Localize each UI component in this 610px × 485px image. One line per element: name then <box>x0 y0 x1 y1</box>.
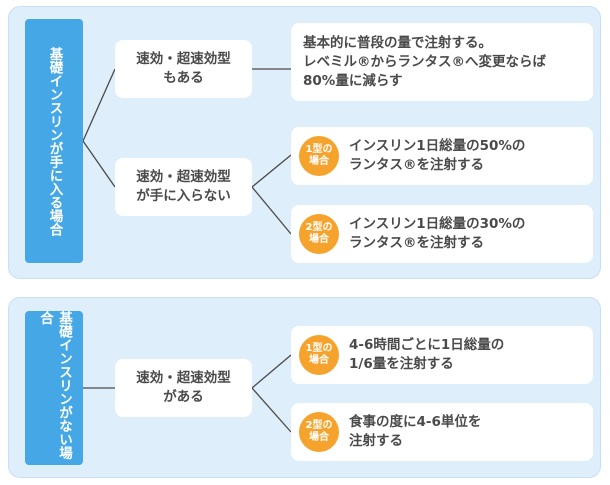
type1-badge: 1型の 場合 <box>299 136 339 176</box>
result-box-usual-dose: 基本的に普段の量で注射する。 レベミル®からランタス®へ変更ならば 80%量に減… <box>291 23 593 101</box>
type2-badge: 2型の 場合 <box>299 412 339 452</box>
branch-box-rapid-available: 速効・超速効型 もある <box>115 40 252 98</box>
result-box-type2-per-meal: 2型の 場合 食事の度に4-6単位を 注射する <box>291 403 593 461</box>
branch-box-rapid-unavailable: 速効・超速効型 が手に入らない <box>115 158 252 216</box>
panel-basal-unavailable: 基礎インスリンがない場合 速効・超速効型 がある 1型の 場合 4-6時間ごとに… <box>8 297 601 478</box>
result-box-type1-every-4-6h: 1型の 場合 4-6時間ごとに1日総量の 1/6量を注射する <box>291 326 593 384</box>
branch-box-rapid-present: 速効・超速効型 がある <box>115 359 252 417</box>
result-box-type2-30pct: 2型の 場合 インスリン1日総量の30%の ランタス®を注射する <box>291 205 593 263</box>
connector-lines <box>83 354 292 433</box>
connector-lines <box>82 68 292 235</box>
type1-badge: 1型の 場合 <box>299 335 339 375</box>
type2-badge: 2型の 場合 <box>299 214 339 254</box>
condition-label-basal-unavailable: 基礎インスリンがない場合 <box>25 311 83 465</box>
result-box-type1-50pct: 1型の 場合 インスリン1日総量の50%の ランタス®を注射する <box>291 127 593 185</box>
condition-label-basal-available: 基礎インスリンが手に入る場合 <box>25 19 83 263</box>
panel-basal-available: 基礎インスリンが手に入る場合 速効・超速効型 もある 速効・超速効型 が手に入ら… <box>8 6 601 279</box>
